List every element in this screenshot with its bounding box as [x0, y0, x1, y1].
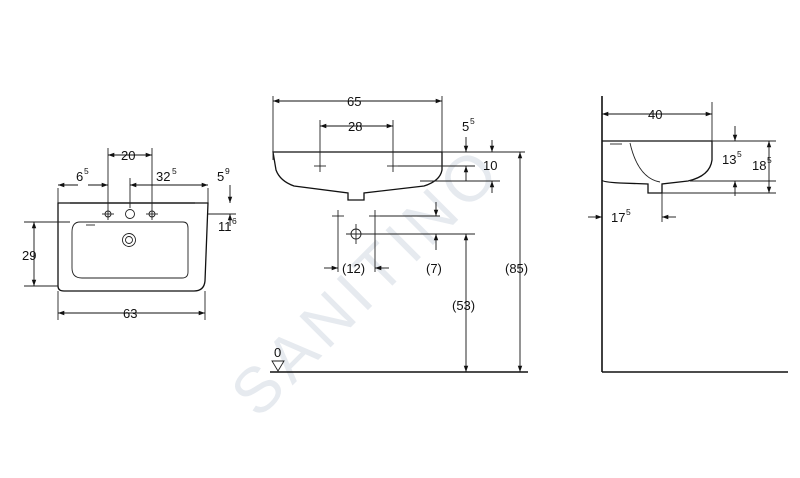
dim-label-13: 13: [722, 152, 736, 167]
tap-hole-center: [125, 209, 135, 219]
dim-label-18-sup: 5: [767, 155, 772, 165]
dim-label-20: 20: [121, 148, 135, 163]
dim-label-32-sup: 5: [172, 166, 177, 176]
dim-label-6: 6: [76, 169, 83, 184]
dim-label-5-front-sup: 5: [470, 116, 475, 126]
dim-label-7: (7): [426, 261, 442, 276]
dim-label-11-sup: 6: [232, 216, 237, 226]
dim-label-10: 10: [483, 158, 497, 173]
dim-label-5-sup: 9: [225, 166, 230, 176]
dim-label-65: 65: [347, 94, 361, 109]
dim-label-17: 17: [611, 210, 625, 225]
dim-label-18: 18: [752, 158, 766, 173]
dim-label-13-sup: 5: [737, 149, 742, 159]
dim-label-5-front: 5: [462, 119, 469, 134]
basin-bowl-outline: [71, 221, 189, 279]
side-view: 40 13 5 18 5 17 5: [588, 96, 788, 373]
watermark: SANITINO: [217, 131, 516, 430]
dim-label-85: (85): [505, 261, 528, 276]
top-view: 20 6 5 32 5 5 9 11 6 29 63: [22, 148, 237, 321]
dim-label-17-sup: 5: [626, 207, 631, 217]
dim-label-40: 40: [648, 107, 662, 122]
dim-label-12: (12): [342, 261, 365, 276]
basin-front-outline: [272, 151, 443, 201]
dim-label-63: 63: [123, 306, 137, 321]
drain-outer: [122, 233, 136, 247]
front-view: 65 28 5 5 10 (12) (7) (53: [270, 94, 528, 373]
basin-top-outline: [57, 202, 209, 292]
dim-label-28: 28: [348, 119, 362, 134]
dim-label-32: 32: [156, 169, 170, 184]
basin-side-bowl: [629, 142, 661, 183]
dim-label-6-sup: 5: [84, 166, 89, 176]
dim-label-29: 29: [22, 248, 36, 263]
drain-inner: [125, 236, 133, 244]
watermark-text: SANITINO: [217, 131, 516, 430]
dim-label-53: (53): [452, 298, 475, 313]
basin-side-outline: [601, 140, 713, 194]
floor-level-label: 0: [274, 345, 281, 360]
floor-level-marker: [271, 360, 285, 372]
dim-label-11: 11: [218, 219, 232, 234]
dim-label-5: 5: [217, 169, 224, 184]
